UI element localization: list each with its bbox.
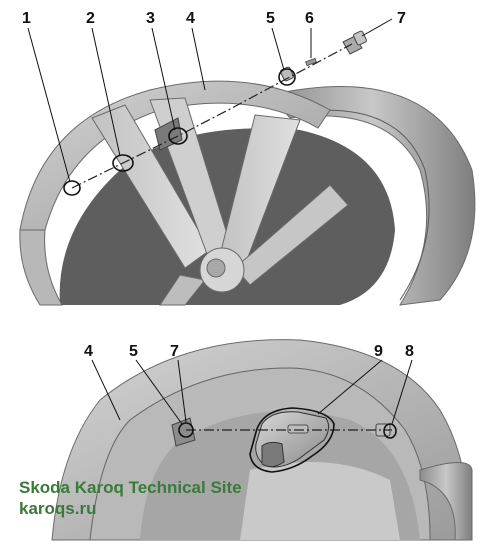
bottom-leader-7 [177, 359, 187, 423]
bottom-callout-8: 8 [405, 343, 414, 360]
bottom-part-marker-8 [383, 423, 397, 439]
bottom-wheel-illustration [51, 339, 473, 541]
bottom-leader-9 [317, 359, 383, 415]
bottom-leader-5 [135, 359, 183, 425]
bottom-sensor-outline [249, 407, 335, 473]
top-part-marker-3 [168, 127, 188, 145]
bottom-callout-4: 4 [84, 343, 93, 360]
top-callout-1: 1 [22, 10, 31, 27]
bottom-leader-8 [391, 359, 413, 425]
top-assembly-axis [71, 43, 353, 189]
top-callout-4: 4 [186, 10, 195, 27]
watermark-title: Skoda Karoq Technical Site [19, 478, 242, 497]
bottom-leader-4 [91, 359, 121, 421]
top-callout-7: 7 [397, 10, 406, 27]
top-part-marker-5 [278, 68, 296, 86]
top-callout-6: 6 [305, 10, 314, 27]
top-callout-2: 2 [86, 10, 95, 27]
watermark-url: karoqs.ru [19, 499, 97, 518]
top-leader-3 [151, 27, 176, 131]
bottom-callout-7: 7 [170, 343, 179, 360]
top-callout-5: 5 [266, 10, 275, 27]
bottom-part-marker-5 [178, 422, 194, 438]
top-part-marker-1 [63, 180, 81, 196]
top-leader-4 [191, 27, 206, 91]
top-leader-5 [271, 27, 285, 71]
top-callout-3: 3 [146, 10, 155, 27]
top-part-marker-2 [112, 154, 134, 172]
bottom-callout-5: 5 [129, 343, 138, 360]
top-leader-1 [27, 27, 71, 183]
top-leader-2 [91, 27, 121, 157]
top-leader-7 [361, 18, 393, 37]
top-wheel-illustration [19, 30, 476, 306]
bottom-callout-9: 9 [374, 343, 383, 360]
